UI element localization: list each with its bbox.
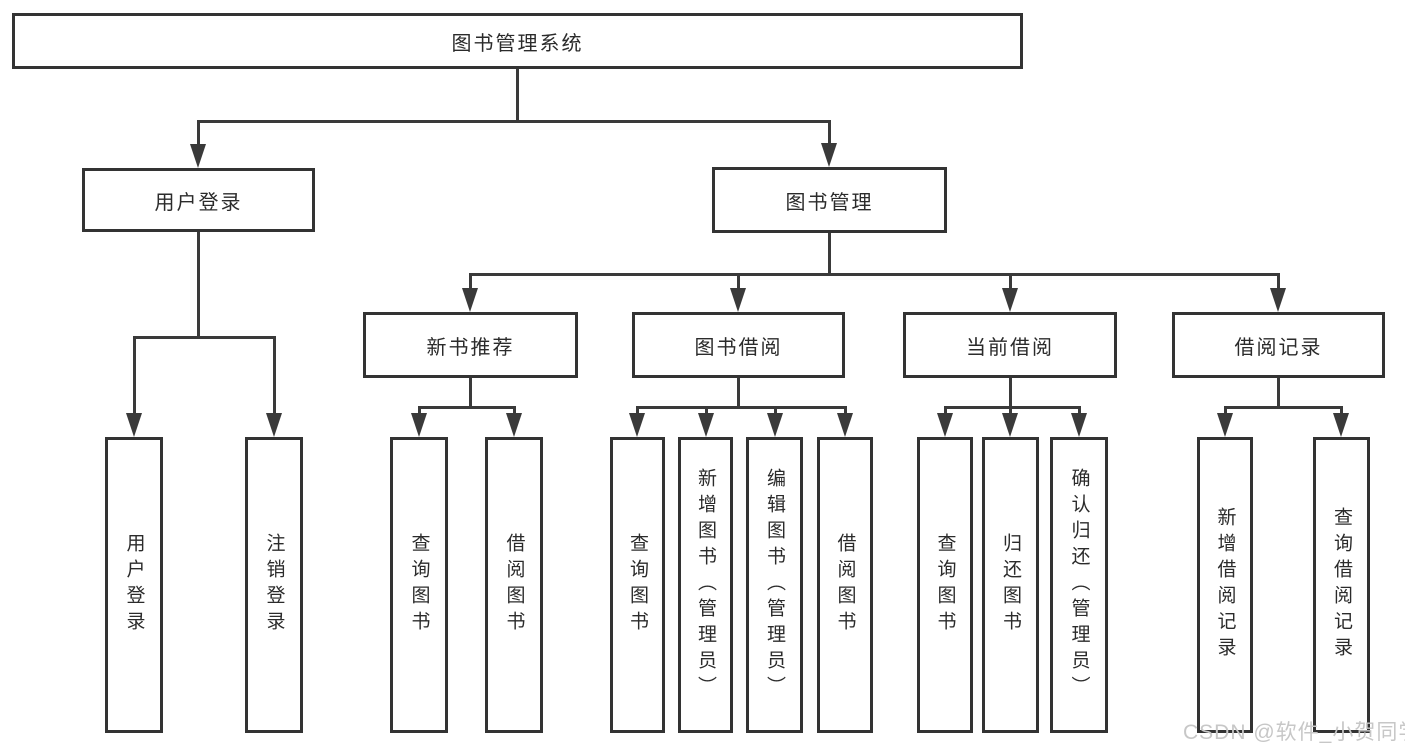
arrow-down-icon (462, 288, 478, 312)
node-return-books: 归还图书 (982, 437, 1039, 733)
node-label: 图书管理系统 (451, 32, 584, 55)
connector-line (133, 336, 276, 339)
node-query-borrow-record: 查询借阅记录 (1313, 437, 1370, 733)
node-book-management: 图书管理 (712, 167, 947, 233)
node-label: 用户登录 (154, 191, 243, 214)
connector-line (418, 406, 421, 418)
arrow-down-icon (730, 288, 746, 312)
node-label: 确认归还（管理员） (1068, 468, 1090, 702)
node-borrow-records: 借阅记录 (1172, 312, 1385, 378)
node-user-login-leaf: 用户登录 (105, 437, 163, 733)
arrow-down-icon (698, 413, 714, 437)
node-label: 查询图书 (934, 533, 956, 637)
connector-line (516, 69, 519, 120)
connector-line (1340, 406, 1343, 418)
node-new-book-recommend: 新书推荐 (363, 312, 578, 378)
connector-line (774, 406, 777, 418)
arrow-down-icon (937, 413, 953, 437)
node-label: 图书管理 (785, 191, 874, 214)
connector-line (828, 233, 831, 273)
connector-line (197, 120, 831, 123)
arrow-down-icon (506, 413, 522, 437)
connector-line (705, 406, 708, 418)
node-library-system: 图书管理系统 (12, 13, 1023, 69)
node-logout: 注销登录 (245, 437, 303, 733)
connector-line (737, 378, 740, 406)
connector-line (1009, 378, 1012, 406)
node-label: 借阅图书 (834, 533, 856, 637)
connector-line (1277, 378, 1280, 406)
arrow-down-icon (767, 413, 783, 437)
connector-line (197, 120, 200, 148)
connector-line (469, 378, 472, 406)
connector-line (197, 232, 200, 336)
arrow-down-icon (821, 143, 837, 167)
connector-line (737, 273, 740, 292)
arrow-down-icon (629, 413, 645, 437)
node-book-borrowing: 图书借阅 (632, 312, 845, 378)
node-query-books-borrow: 查询图书 (610, 437, 665, 733)
connector-line (844, 406, 847, 418)
arrow-down-icon (1270, 288, 1286, 312)
connector-line (1009, 406, 1012, 418)
connector-line (636, 406, 639, 418)
node-add-book-admin: 新增图书（管理员） (678, 437, 733, 733)
node-current-borrowing: 当前借阅 (903, 312, 1117, 378)
csdn-watermark: CSDN @软件_小贺同学 (1183, 721, 1405, 744)
arrow-down-icon (1217, 413, 1233, 437)
connector-line (1078, 406, 1081, 418)
connector-line (513, 406, 516, 418)
connector-line (828, 120, 831, 148)
arrow-down-icon (190, 144, 206, 168)
connector-line (944, 406, 947, 418)
node-label: 注销登录 (263, 533, 285, 637)
connector-line (1009, 273, 1012, 292)
node-label: 查询借阅记录 (1331, 507, 1352, 663)
node-label: 查询图书 (627, 533, 648, 637)
connector-line (133, 336, 136, 418)
connector-line (469, 273, 1280, 276)
node-label: 新增借阅记录 (1214, 507, 1236, 663)
connector-line (469, 273, 472, 292)
node-borrow-books: 借阅图书 (817, 437, 873, 733)
node-edit-book-admin: 编辑图书（管理员） (746, 437, 803, 733)
node-label: 借阅记录 (1234, 336, 1323, 359)
arrow-down-icon (1333, 413, 1349, 437)
arrow-down-icon (1071, 413, 1087, 437)
connector-line (636, 406, 847, 409)
node-user-login: 用户登录 (82, 168, 315, 232)
node-label: 归还图书 (1000, 533, 1021, 637)
arrow-down-icon (126, 413, 142, 437)
node-query-books-current: 查询图书 (917, 437, 973, 733)
arrow-down-icon (1002, 288, 1018, 312)
node-confirm-return-admin: 确认归还（管理员） (1050, 437, 1108, 733)
node-label: 图书借阅 (694, 336, 783, 359)
arrow-down-icon (266, 413, 282, 437)
node-query-books-recommend: 查询图书 (390, 437, 448, 733)
node-add-borrow-record: 新增借阅记录 (1197, 437, 1253, 733)
node-label: 借阅图书 (503, 533, 525, 637)
node-label: 新书推荐 (426, 336, 515, 359)
connector-line (418, 406, 516, 409)
node-label: 新增图书（管理员） (695, 468, 716, 702)
arrow-down-icon (837, 413, 853, 437)
connector-line (944, 406, 1081, 409)
node-label: 编辑图书（管理员） (764, 468, 785, 702)
connector-line (1224, 406, 1343, 409)
node-label: 查询图书 (408, 533, 430, 637)
connector-line (1224, 406, 1227, 418)
connector-line (1277, 273, 1280, 292)
node-label: 当前借阅 (966, 336, 1054, 359)
connector-line (273, 336, 276, 418)
node-label: 用户登录 (123, 533, 145, 637)
arrow-down-icon (1002, 413, 1018, 437)
arrow-down-icon (411, 413, 427, 437)
node-borrow-books-recommend: 借阅图书 (485, 437, 543, 733)
